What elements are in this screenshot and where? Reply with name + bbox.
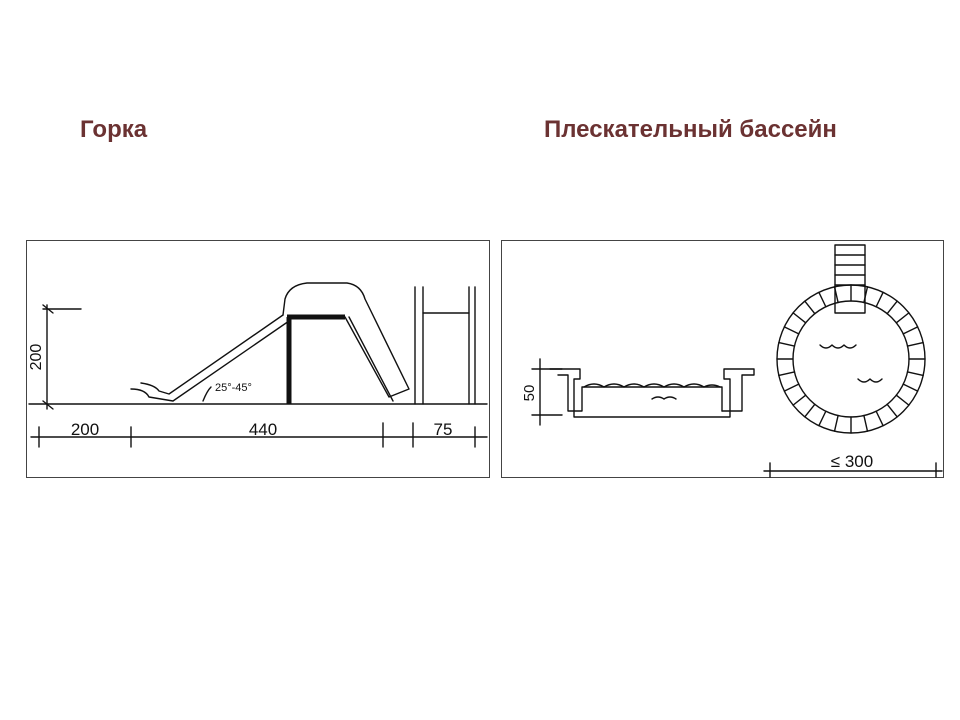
- plan-water-mark-1: [819, 344, 857, 349]
- pool-block-joint: [906, 341, 924, 347]
- pool-plan-steps: [834, 244, 866, 314]
- pool-block-joint: [906, 371, 924, 377]
- dim-right-label: 75: [434, 420, 453, 439]
- slide-back-edge: [348, 316, 394, 402]
- slide-title: Горка: [80, 116, 148, 143]
- pool-block-joint: [895, 394, 910, 406]
- pool-block-joint: [902, 383, 919, 392]
- pool-block-joint: [886, 300, 898, 315]
- dim-mid-label: 440: [249, 420, 277, 439]
- pool-block-joint: [875, 410, 884, 427]
- slide-chute-upper: [140, 314, 284, 395]
- plan-water-mark-2: [857, 378, 883, 383]
- pool-section-outer: [549, 368, 755, 418]
- slide-top-hood: [282, 282, 410, 398]
- pool-block-joint: [778, 341, 796, 347]
- pool-block-joint: [804, 403, 816, 418]
- angle-label: 25°-45°: [215, 382, 252, 394]
- slide-diagram-panel: 200 25°-45° 200 440 75: [26, 240, 490, 478]
- height-dim-tick-bottom: [42, 400, 54, 410]
- pool-block-joint: [863, 414, 869, 432]
- pool-block-joint: [875, 291, 884, 308]
- diameter-dim-label: ≤ 300: [831, 452, 873, 471]
- depth-dim-label: 50: [521, 385, 538, 402]
- angle-arc: [202, 386, 212, 402]
- pool-plan-outer-ring: [776, 284, 926, 434]
- height-dim-arrow-top: [42, 304, 54, 314]
- pool-block-joint: [818, 410, 827, 427]
- pool-block-joint: [783, 326, 800, 335]
- pool-block-joint: [804, 300, 816, 315]
- pool-block-joint: [792, 394, 807, 406]
- height-dim-label: 200: [28, 344, 45, 371]
- pool-title: Плескательный бассейн: [544, 116, 837, 143]
- slide-chute-lower: [130, 320, 290, 402]
- pool-block-joint: [886, 403, 898, 418]
- pool-water-surface: [583, 383, 721, 388]
- pool-section-inner: [557, 374, 723, 412]
- pool-plan-inner-ring: [792, 300, 910, 418]
- pool-block-joint: [792, 312, 807, 324]
- pool-block-joint: [778, 371, 796, 377]
- pool-block-joint: [902, 326, 919, 335]
- pool-drawing: 50 ≤ 300: [521, 244, 943, 478]
- dim-left-label: 200: [71, 420, 99, 439]
- pool-block-joint: [818, 291, 827, 308]
- pool-plan-blocks: [776, 284, 926, 434]
- pool-block-joint: [833, 414, 839, 432]
- pool-block-joint: [783, 383, 800, 392]
- pool-block-joint: [895, 312, 910, 324]
- slide-drawing: 200 25°-45° 200 440 75: [28, 282, 488, 448]
- pool-water-wave: [651, 396, 677, 400]
- pool-diagram-panel: 50 ≤ 300: [501, 240, 944, 478]
